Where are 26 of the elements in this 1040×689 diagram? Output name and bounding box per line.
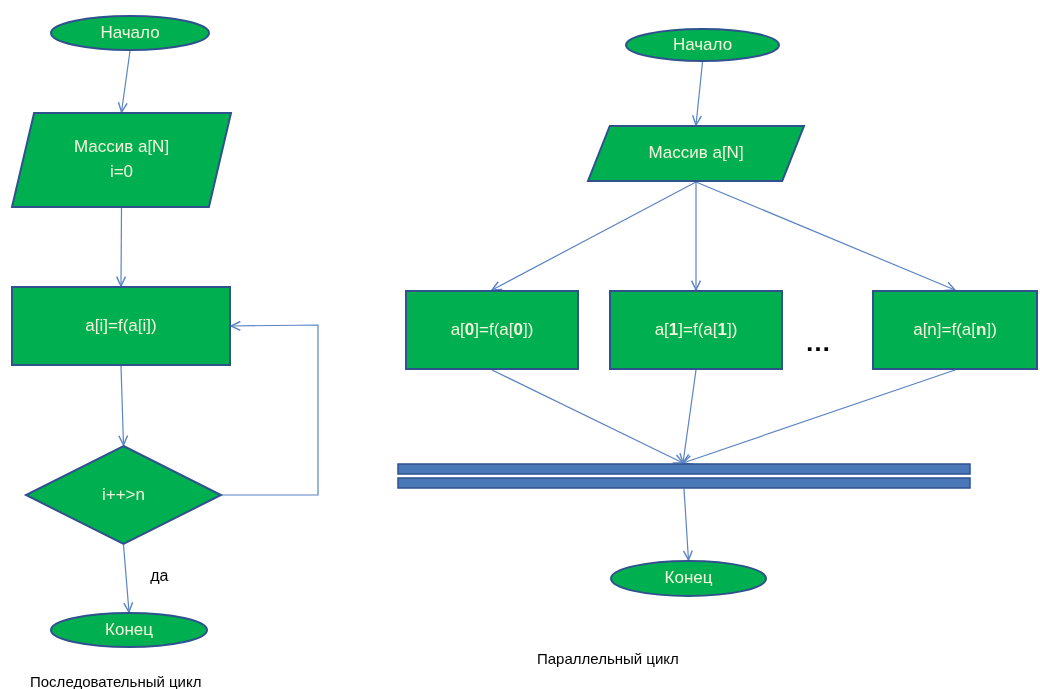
caption: Параллельный цикл — [537, 650, 679, 667]
node-text: a[0]=f(a[0]) — [450, 318, 534, 341]
node-text: a[i]=f(a[i]) — [85, 314, 157, 337]
node-text: i=0 — [109, 161, 134, 183]
input-parallelogram — [587, 125, 805, 182]
node-text: i++>n — [102, 483, 145, 506]
input-parallelogram — [11, 112, 232, 208]
sync-bar — [398, 463, 970, 489]
node-text: Конец — [105, 618, 153, 641]
process-box — [11, 286, 231, 366]
process-box — [405, 290, 579, 370]
process-box — [609, 290, 783, 370]
node-text: Массив a[N] — [648, 142, 744, 165]
node-text: a[n]=f(a[n]) — [913, 318, 997, 341]
node-text: Конец — [664, 567, 713, 590]
node-text: a[1]=f(a[1]) — [654, 318, 738, 341]
ellipsis: … — [805, 327, 831, 358]
terminal-ellipse — [50, 15, 210, 51]
node-text: Начало — [100, 21, 160, 44]
process-box — [872, 290, 1038, 370]
decision-diamond — [25, 445, 222, 545]
node-text: Массив a[N] — [73, 136, 170, 159]
terminal-ellipse — [50, 612, 208, 648]
terminal-ellipse — [625, 28, 780, 62]
node-text: Начало — [672, 33, 733, 56]
terminal-ellipse — [610, 560, 767, 597]
